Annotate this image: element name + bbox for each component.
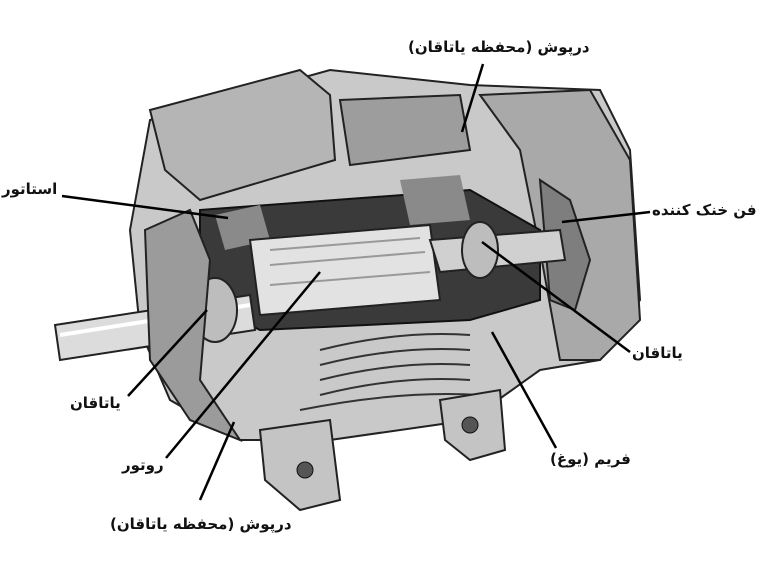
leader-lines [61,63,651,501]
label-frame-yoke: فریم (یوغ) [550,450,631,468]
label-bearing-right: یاتاقان [632,344,683,362]
label-bearing-left: یاتاقان [70,394,121,412]
label-end-cover-top: درپوش (محفظه یاتاقان) [408,38,590,56]
label-end-cover-bottom: درپوش (محفظه یاتاقان) [110,515,292,533]
leader-stator [61,194,229,220]
cooling-fins [299,333,481,411]
leader-end-cover-bottom [198,421,236,501]
label-cooling-fan: فن خنک کننده [652,201,757,219]
leader-end-cover-top [460,63,485,133]
leader-frame [490,331,558,449]
label-stator: استاتور [2,180,58,198]
leader-bearing-right [481,240,631,354]
leader-bearing-left [127,309,208,397]
terminal-box [148,68,337,202]
leader-cooling-fan [561,210,651,224]
bearing-right [461,221,499,279]
leader-rotor [165,271,321,459]
label-rotor: روتور [122,456,164,474]
